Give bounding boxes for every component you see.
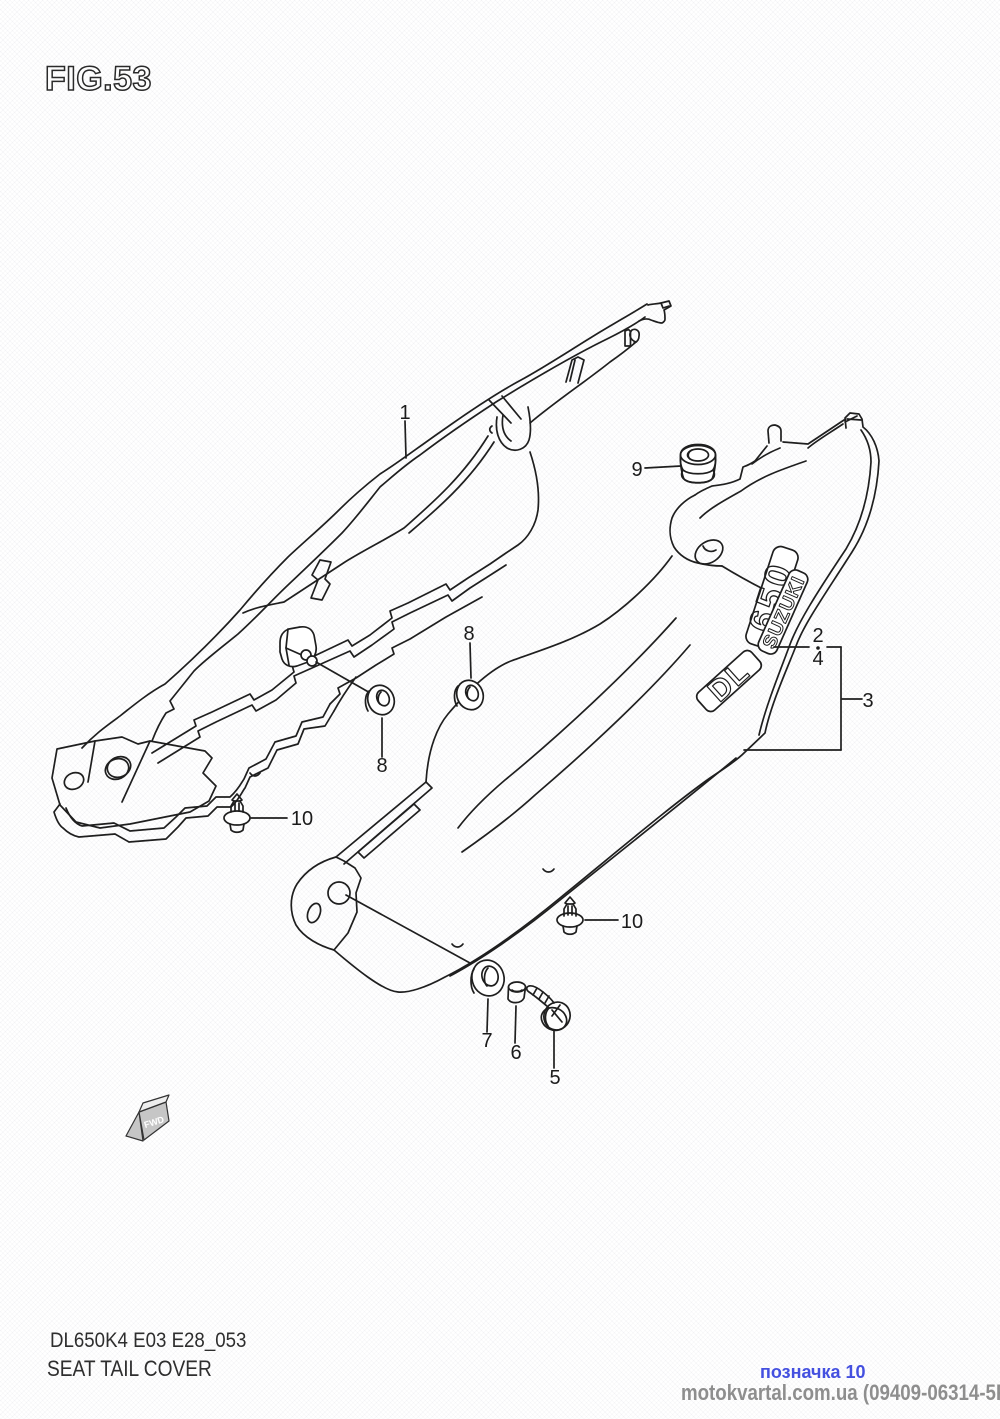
svg-text:5: 5 [549,1067,560,1089]
svg-text:9: 9 [631,459,642,481]
svg-text:4: 4 [812,648,823,670]
svg-text:10: 10 [621,911,643,933]
svg-text:1: 1 [399,402,410,424]
svg-text:10: 10 [291,808,313,830]
svg-text:2: 2 [812,625,823,647]
svg-text:3: 3 [862,690,873,712]
svg-text:8: 8 [463,623,474,645]
svg-text:6: 6 [510,1042,521,1064]
svg-text:7: 7 [481,1030,492,1052]
svg-text:8: 8 [376,755,387,777]
